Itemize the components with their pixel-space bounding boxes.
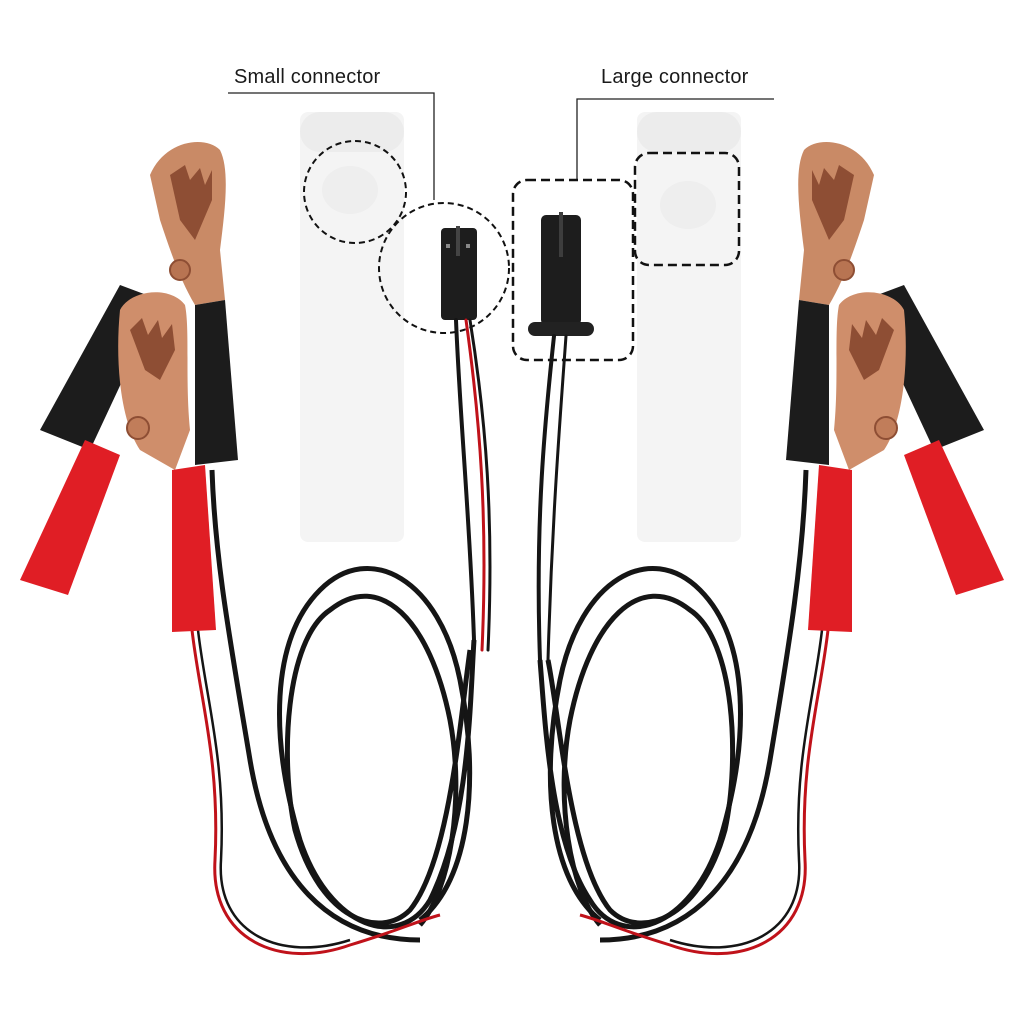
right-tube-silhouette [637, 112, 741, 542]
small-connector-leader [228, 92, 435, 200]
left-cable-coil [209, 469, 477, 943]
left-tube-silhouette [300, 112, 404, 542]
large-connector-plug [528, 212, 594, 336]
large-connector-highlight [511, 178, 635, 362]
large-connector-leader [576, 98, 774, 180]
right-red-alligator-clip [808, 292, 1004, 632]
left-cable-red [190, 629, 441, 956]
large-socket-highlight [633, 151, 741, 267]
large-connector-label: Large connector [601, 66, 749, 88]
left-cable-red-pair [196, 629, 351, 949]
right-cable-coil [537, 469, 809, 943]
left-red-alligator-clip [20, 292, 216, 632]
connector-wires [454, 318, 568, 662]
small-socket-highlight [303, 140, 407, 244]
small-connector-highlight [378, 202, 510, 334]
small-connector-plug [441, 226, 477, 320]
right-cable-red [579, 629, 830, 956]
small-connector-label: Small connector [234, 66, 381, 88]
right-cable-red-pair [669, 629, 824, 949]
